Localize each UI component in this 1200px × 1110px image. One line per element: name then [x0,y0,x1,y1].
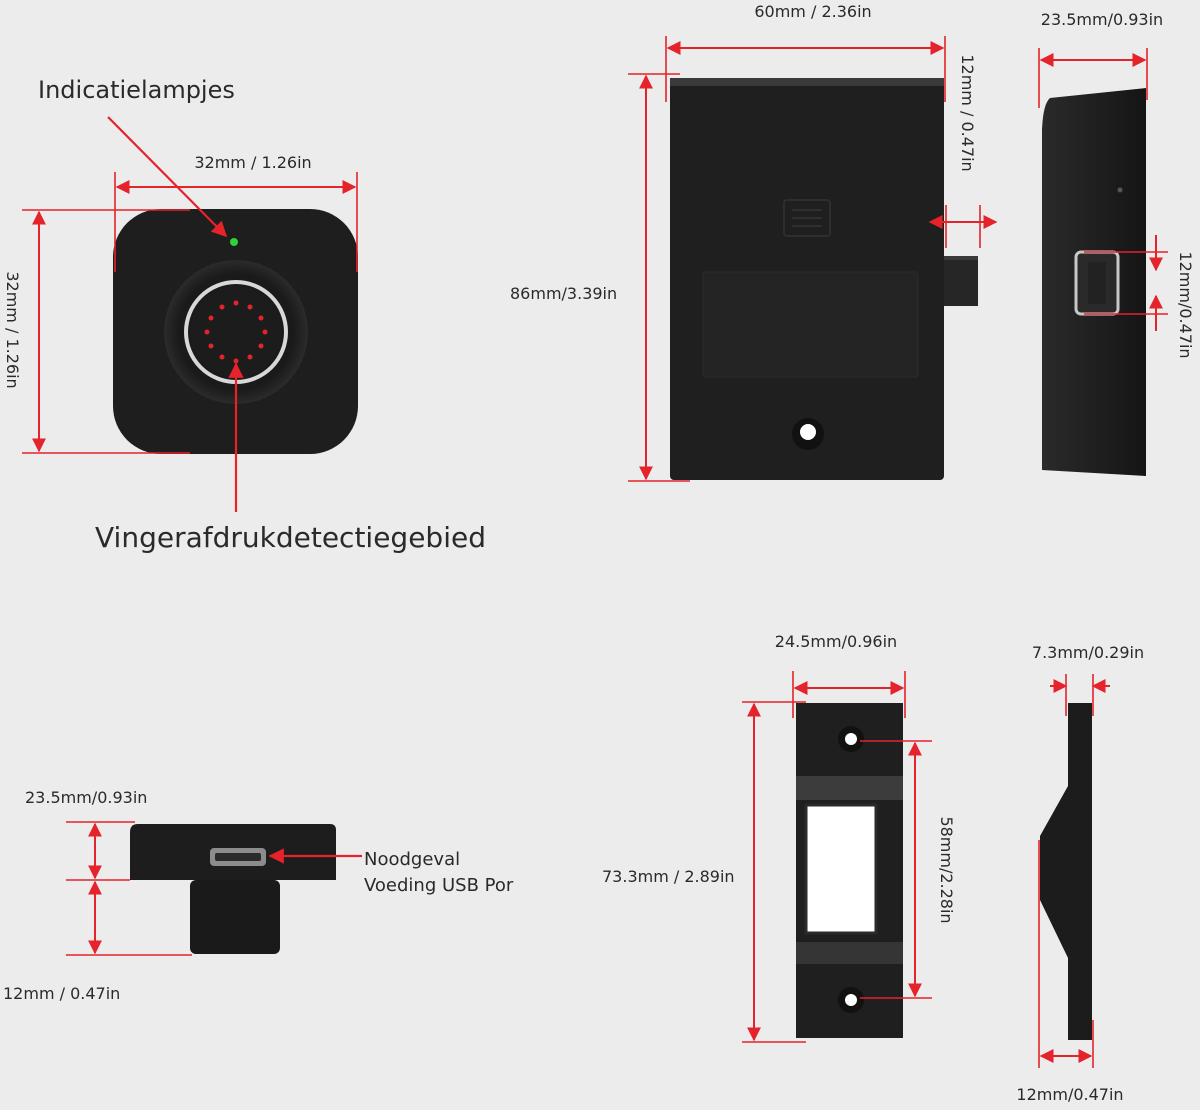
lock-bolt [944,256,978,306]
indicator-led [230,238,238,246]
strike-thickness-label: 7.3mm/0.29in [1032,643,1144,662]
lock-bolt-top [944,256,978,260]
strike-offset-label: 12mm/0.47in [1016,1085,1123,1104]
reader-side-stem [190,880,280,954]
lock-side-bolt-inner [1088,262,1106,304]
reader-width-label: 32mm / 1.26in [194,153,311,172]
reader-depth-label: 23.5mm/0.93in [25,788,147,807]
indicator-pointer [107,116,228,238]
side-bolt-label: 12mm/0.47in [1176,251,1195,358]
strike-band-bottom [796,942,903,964]
strike-hole-bottom [845,994,857,1006]
bolt-length-label: 12mm / 0.47in [958,54,977,171]
lock-width-label: 60mm / 2.36in [754,2,871,21]
lock-body-side: 23.5mm/0.93in 12mm/0.47in [1038,10,1195,476]
fingerprint-area-label: Vingerafdrukdetectiegebied [95,521,486,554]
reader-side-view: Noodgeval Voeding USB Por 23.5mm/0.93in … [3,788,514,1003]
strike-height-label: 73.3mm / 2.89in [602,867,735,886]
usb-port-label-1: Noodgeval [364,849,460,870]
strike-band-top [796,776,903,800]
reader-stem-label: 12mm / 0.47in [3,984,120,1003]
lock-side-dot [1117,187,1123,193]
strike-plate-side: 7.3mm/0.29in 12mm/0.47in [1016,643,1144,1104]
hole-spacing-label: 58mm/2.28in [937,816,956,923]
lock-top-edge [670,78,944,86]
indicator-lights-label: Indicatielampjes [38,76,235,104]
sensor-dots [204,300,268,364]
fingerprint-sensor [190,286,282,378]
strike-opening [804,803,878,935]
usb-port-label-2: Voeding USB Por [364,875,514,896]
lock-body-front: 60mm / 2.36in 86mm/3.39in 12mm / 0.47in [510,2,998,482]
strike-hole-top [845,733,857,745]
strike-width-label: 24.5mm/0.96in [775,632,897,651]
strike-side-body [1040,703,1092,1040]
reader-height-label: 32mm / 1.26in [3,271,22,388]
lock-depth-label: 23.5mm/0.93in [1041,10,1163,29]
lock-height-label: 86mm/3.39in [510,284,617,303]
mount-hole [800,424,816,440]
fingerprint-reader-front: 32mm / 1.26in 32mm / 1.26in Indicatielam… [3,76,486,554]
lock-emboss [783,199,831,237]
lock-panel [702,271,919,378]
usb-port-inner [215,853,261,861]
strike-plate-front: 24.5mm/0.96in 73.3mm / 2.89in 58mm/2.28i… [602,632,956,1043]
